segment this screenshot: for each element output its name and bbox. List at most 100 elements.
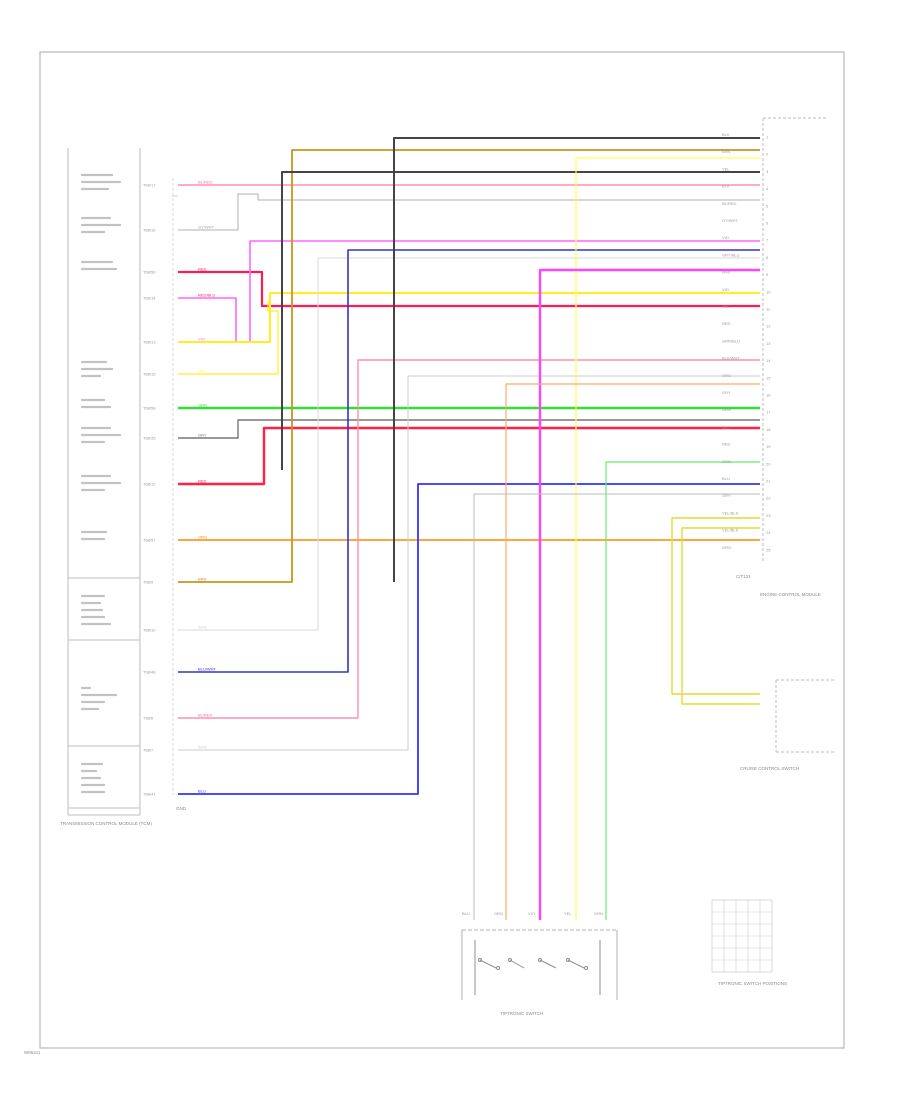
switch-wire-label: VIO: [528, 911, 535, 916]
tcm-component: TRANSMISSION CONTROL MODULE (TCM) GND: [60, 148, 187, 826]
tcm-pin-T68-16: T68/16: [143, 228, 156, 233]
wire-wht-1: [178, 257, 760, 631]
page-code: W86411: [24, 1050, 41, 1055]
tcm-pin-T68-57: T68/57: [143, 538, 156, 543]
tcm-wire-label: YEL: [198, 369, 206, 374]
wire-yel-1: [178, 292, 760, 343]
ecm-wire-label: YEL: [722, 166, 730, 171]
ecm-pin-number: 13: [766, 341, 771, 346]
wire-wht-2: [178, 375, 760, 751]
tcm-wire-label: GY/WHT: [198, 225, 215, 230]
ecm-pin-number: 25: [766, 547, 771, 552]
ecm-wire-label: GRN: [722, 407, 731, 412]
ecm-wire-label: GRN/BLU: [722, 338, 740, 343]
ecm-wire-label: YEL/BLK: [722, 510, 739, 515]
ecm-wire-label: VIO: [722, 235, 729, 240]
ecm-wire-label: YEL: [722, 304, 730, 309]
wire-gy-wht: [178, 193, 760, 231]
wire-red-2: [178, 426, 760, 486]
ecm-pin-number: 19: [766, 444, 771, 449]
ecm-pin-number: 17: [766, 410, 771, 415]
ecm-label: ENGINE CONTROL MODULE: [760, 592, 821, 597]
ecm-pin-number: 4: [766, 186, 769, 191]
wire-gry-1: [178, 419, 760, 439]
ecm-wire-label: WHT: [722, 270, 732, 275]
ecm-pin-number: 16: [766, 393, 771, 398]
tcm-pin-T68-9: T68/9: [143, 580, 154, 585]
ecm-wire-label: YEL/BLK: [722, 528, 739, 533]
tcm-pin-T68-58: T68/58: [143, 406, 156, 411]
wire-yel-blk-2: [681, 527, 760, 705]
ecm-wire-label: BLU: [722, 476, 730, 481]
ecm-wire-label: GRY/BLU: [722, 252, 740, 257]
tcm-pin-T68-12: T68/12: [143, 482, 156, 487]
tcm-pin-T68-6: T68/6: [143, 716, 154, 721]
tcm-wire-label: BRN: [198, 577, 207, 582]
ecm-wire-label: GRY: [722, 493, 731, 498]
tcm-label: TRANSMISSION CONTROL MODULE (TCM): [60, 821, 152, 826]
ecm-wire-label: BLK: [722, 424, 730, 429]
ecm-pin-number: 20: [766, 461, 771, 466]
ecm-pin-number: 21: [766, 479, 771, 484]
switch-wire-label: YEL: [564, 911, 572, 916]
ecm-wire-label: ORG: [722, 373, 731, 378]
cruise-switch-component: CRUISE CONTROL SWITCH: [740, 679, 834, 771]
tcm-pin-T68-15: T68/15: [143, 372, 156, 377]
ecm-connector-label: C/T121: [736, 574, 751, 579]
ecm-wire-label: RED: [722, 321, 731, 326]
wire-yel-3: [575, 157, 760, 920]
tcm-pin-T68-35: T68/35: [143, 436, 156, 441]
ecm-pin-number: 8: [766, 255, 769, 260]
wire-blk-2: [393, 137, 760, 582]
ecm-pin-number: 15: [766, 375, 771, 380]
tcm-pin-labels: T68/17BL/REDT68/16GY/WHTT68/56REDT68/14R…: [143, 180, 217, 797]
wire-blu-wht: [178, 249, 760, 673]
ecm-pin-number: 9: [766, 272, 769, 277]
ecm-pin-number: 6: [766, 221, 769, 226]
ecm-wire-label: RED: [722, 442, 731, 447]
ecm-pin-labels: 1BLK2BRN3YEL4BLK5BL/RED6GY/WHT7VIO8GRY/B…: [722, 132, 771, 552]
ecm-pin-number: 23: [766, 513, 771, 518]
tcm-wire-label: BL/RED: [198, 180, 213, 185]
ecm-component: C/T121 ENGINE CONTROL MODULE: [736, 117, 826, 597]
diagram-frame: [39, 51, 845, 1049]
wire-blu-2: [473, 493, 760, 920]
tcm-wire-label: BLU: [198, 789, 206, 794]
switch-wire-label: ORG: [494, 911, 503, 916]
tcm-pin-T68-14: T68/14: [143, 296, 156, 301]
tcm-pin-T68-10: T68/10: [143, 628, 156, 633]
tcm-pin-T68-13: T68/13: [143, 340, 156, 345]
tiptronic-switch-component: TIPTRONIC SWITCH: [461, 929, 618, 1016]
tcm-wire-label: RED: [198, 479, 207, 484]
ecm-pin-number: 24: [766, 530, 771, 535]
switch-pin-labels: BLU ORG VIO YEL GRN: [462, 911, 603, 916]
cruise-switch-label: CRUISE CONTROL SWITCH: [740, 766, 799, 771]
ecm-wire-label: BLK: [722, 184, 730, 189]
tcm-pin-T68-56: T68/56: [143, 270, 156, 275]
tiptronic-switch-label: TIPTRONIC SWITCH: [500, 1011, 543, 1016]
ecm-pin-number: 11: [766, 307, 771, 312]
tcm-wire-label: WHT: [198, 625, 208, 630]
wire-red-1: [178, 270, 760, 308]
tcm-pin-T68-47: T68/47: [143, 792, 156, 797]
tcm-wire-label: WHT: [198, 745, 208, 750]
wire-vio-2: [538, 268, 760, 920]
ecm-pin-number: 12: [766, 324, 771, 329]
grid-label: TIPTRONIC SWITCH POSITIONS: [718, 981, 787, 986]
ecm-pin-number: 3: [766, 169, 769, 174]
ecm-pin-number: 2: [766, 152, 769, 157]
tcm-pin-T68-17: T68/17: [143, 183, 156, 188]
tcm-wire-label: GRN: [198, 403, 207, 408]
switch-wire-label: GRN: [594, 911, 603, 916]
tcm-pin-T68-48: T68/48: [143, 670, 156, 675]
ecm-pin-number: 5: [766, 203, 769, 208]
tcm-captions: [80, 173, 122, 794]
tcm-wire-label: RED/BLU: [198, 293, 215, 298]
ecm-wire-label: VIO: [722, 287, 729, 292]
ecm-wire-label: BL/RED: [722, 201, 737, 206]
switch-wire-label: BLU: [462, 911, 470, 916]
tcm-wire-label: RED: [198, 267, 207, 272]
ecm-wire-label: ORG: [722, 545, 731, 550]
wire-vio-1: [178, 240, 760, 343]
